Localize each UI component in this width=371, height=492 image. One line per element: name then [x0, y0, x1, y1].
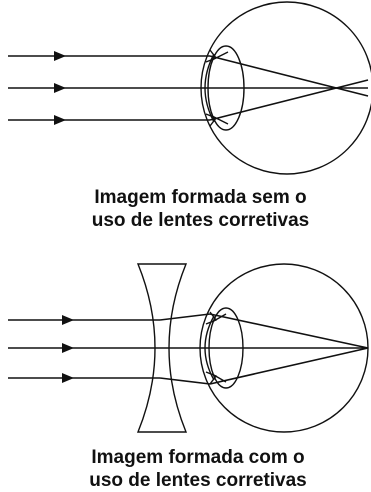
ray-top-refracted [209, 55, 369, 97]
caption-without-lens-line1: Imagem formada sem o [94, 187, 307, 208]
ciliary-bottom [205, 371, 218, 385]
ray-bottom-refracted [209, 347, 369, 385]
ray-top-diverged [159, 313, 211, 321]
caption-with-lens-line1: Imagem formada com o [91, 447, 305, 468]
eye-diagram-without-lens [8, 1, 371, 175]
eye-diagram-with-lens [8, 263, 369, 433]
ray-bottom-diverged [159, 377, 211, 385]
caption-with-lens-line2: uso de lentes corretivas [89, 470, 307, 491]
arrow-head-middle [62, 343, 74, 353]
ray-top-refracted [209, 313, 369, 349]
arrow-head-bottom [54, 115, 66, 125]
arrow-head-top [62, 315, 74, 325]
caption-without-lens: Imagem formada sem o uso de lentes corre… [30, 186, 371, 232]
arrow-head-bottom [62, 373, 74, 383]
caption-with-lens: Imagem formada com o uso de lentes corre… [25, 446, 371, 492]
arrow-head-top [54, 51, 66, 61]
arrow-head-middle [54, 83, 66, 93]
caption-without-lens-line2: uso de lentes corretivas [91, 210, 310, 231]
ray-bottom-refracted [209, 79, 369, 121]
